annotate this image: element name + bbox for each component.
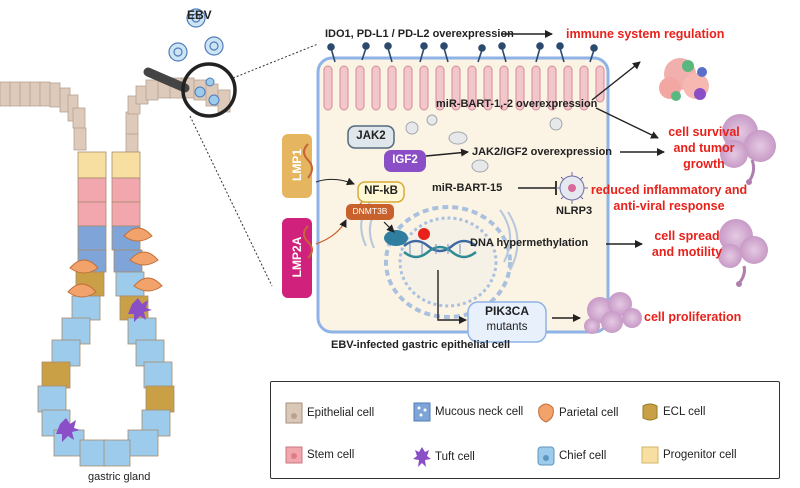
gland-right-column <box>111 151 175 457</box>
jak2-label: JAK2 <box>356 130 386 142</box>
legend-label: Tuft cell <box>435 451 475 463</box>
vesicles <box>405 114 563 173</box>
nfkb-box <box>357 181 405 203</box>
legend-item-epithelial: Epithelial cell <box>285 402 374 424</box>
gland-left-column <box>37 151 107 457</box>
pik3ca-box <box>467 301 547 343</box>
epithelial-cell-icon <box>285 402 303 424</box>
arrow-lmp1-to-nfkb <box>315 177 355 186</box>
immune-cells-icon <box>659 58 709 101</box>
parietal-cell-icon <box>538 403 554 423</box>
igf2-label: IGF2 <box>392 154 418 166</box>
arrow-dna-to-pik3ca <box>437 270 467 324</box>
survival-outcome-line-1: cell survival <box>668 125 740 139</box>
gastric-gland <box>0 8 319 467</box>
nfkb-label: NF-kB <box>364 185 398 197</box>
gland-bottom <box>79 439 131 467</box>
jak2-box <box>347 125 395 149</box>
lmp2a-protein <box>282 218 313 298</box>
mutants-label: mutants <box>486 321 528 333</box>
igf2-box <box>384 150 426 172</box>
legend-item-chief: Chief cell <box>537 446 606 466</box>
arrow-mir-to-survival <box>595 107 659 139</box>
nlrp3-label: NLRP3 <box>556 205 593 217</box>
legend-label: ECL cell <box>663 406 706 418</box>
legend-item-stem: Stem cell <box>285 446 354 464</box>
legend-item-ecl: ECL cell <box>641 402 705 422</box>
legend-label: Mucous neck cell <box>435 406 524 418</box>
legend-item-tuft: Tuft cell <box>413 446 475 468</box>
pik3ca-label: PIK3CA <box>484 304 529 318</box>
ecl-cell-icon <box>642 403 658 421</box>
dnmt3b-label: DNMT3B <box>352 206 388 216</box>
immune-targets-label: IDO1, PD-L1 / PD-L2 overexpression <box>325 28 514 40</box>
legend-label: Progenitor cell <box>663 449 737 461</box>
legend-item-progenitor: Progenitor cell <box>641 446 737 464</box>
legend: Epithelial cell Mucous neck cell Parieta… <box>270 381 780 479</box>
zoom-line-top <box>232 43 319 79</box>
arrow-mir-to-immune <box>591 61 641 101</box>
dnmt3b-complex-icon <box>384 228 430 246</box>
surface-receptors <box>327 42 598 63</box>
gland-caption: gastric gland <box>88 471 151 483</box>
legend-label: Stem cell <box>307 449 355 461</box>
cell-proliferation-icon <box>584 292 642 334</box>
nlrp3-icon <box>556 172 588 204</box>
jak2-igf2-overexpression-label: JAK2/IGF2 overexpression <box>472 146 613 158</box>
arrow-dnmt3b-to-dna <box>383 221 395 233</box>
proliferation-outcome-label: cell proliferation <box>644 310 742 324</box>
ebv-label: EBV <box>187 8 212 22</box>
tuft-cells <box>56 298 152 442</box>
survival-outcome-line-2: and tumor <box>673 141 735 155</box>
arrow-lmp2a-to-dnmt3b <box>315 219 347 245</box>
microvilli <box>323 65 605 111</box>
cell-spread-icon <box>718 219 768 287</box>
survival-outcome-line-3: growth <box>683 157 725 171</box>
mir-bart-15-label: miR-BART-15 <box>432 182 503 194</box>
parietal-cells <box>67 227 163 298</box>
progenitor-cell-icon <box>641 446 659 464</box>
tuft-cell-icon <box>413 447 431 467</box>
zoom-line-bottom <box>189 115 273 287</box>
lmp1-protein <box>282 134 313 198</box>
arrow-nfkb-to-dnmt3b <box>356 201 363 213</box>
tumor-growth-icon <box>720 114 776 185</box>
chief-cell-icon <box>537 446 555 466</box>
lmp1-label: LMP1 <box>290 149 304 182</box>
inflammatory-outcome-line-1: reduced inflammatory and <box>590 183 748 197</box>
arrow-igf2-to-overexpr <box>425 148 469 157</box>
mir-bart-1-2-label: miR-BART-1,-2 overexpression <box>436 98 598 110</box>
legend-label: Epithelial cell <box>307 407 375 419</box>
spread-outcome-line-1: cell spread <box>654 229 720 243</box>
epithelial-surface-left <box>0 81 87 151</box>
legend-item-parietal: Parietal cell <box>537 402 618 424</box>
magnifier-icon <box>143 62 237 118</box>
lmp2a-label: LMP2A <box>290 236 304 278</box>
legend-item-mucous-neck: Mucous neck cell <box>413 402 523 422</box>
legend-label: Chief cell <box>559 450 607 462</box>
immune-outcome-label: immune system regulation <box>566 27 725 41</box>
mucous-neck-cell-icon <box>413 402 431 422</box>
cell-caption: EBV-infected gastric epithelial cell <box>331 339 511 351</box>
legend-label: Parietal cell <box>559 407 619 419</box>
stem-cell-icon <box>285 446 303 464</box>
ebv-virion-icons <box>168 8 224 62</box>
inflammatory-outcome-line-2: anti-viral response <box>613 199 725 213</box>
hypermethylation-label: DNA hypermethylation <box>470 237 589 249</box>
spread-outcome-line-2: and motility <box>651 245 723 259</box>
